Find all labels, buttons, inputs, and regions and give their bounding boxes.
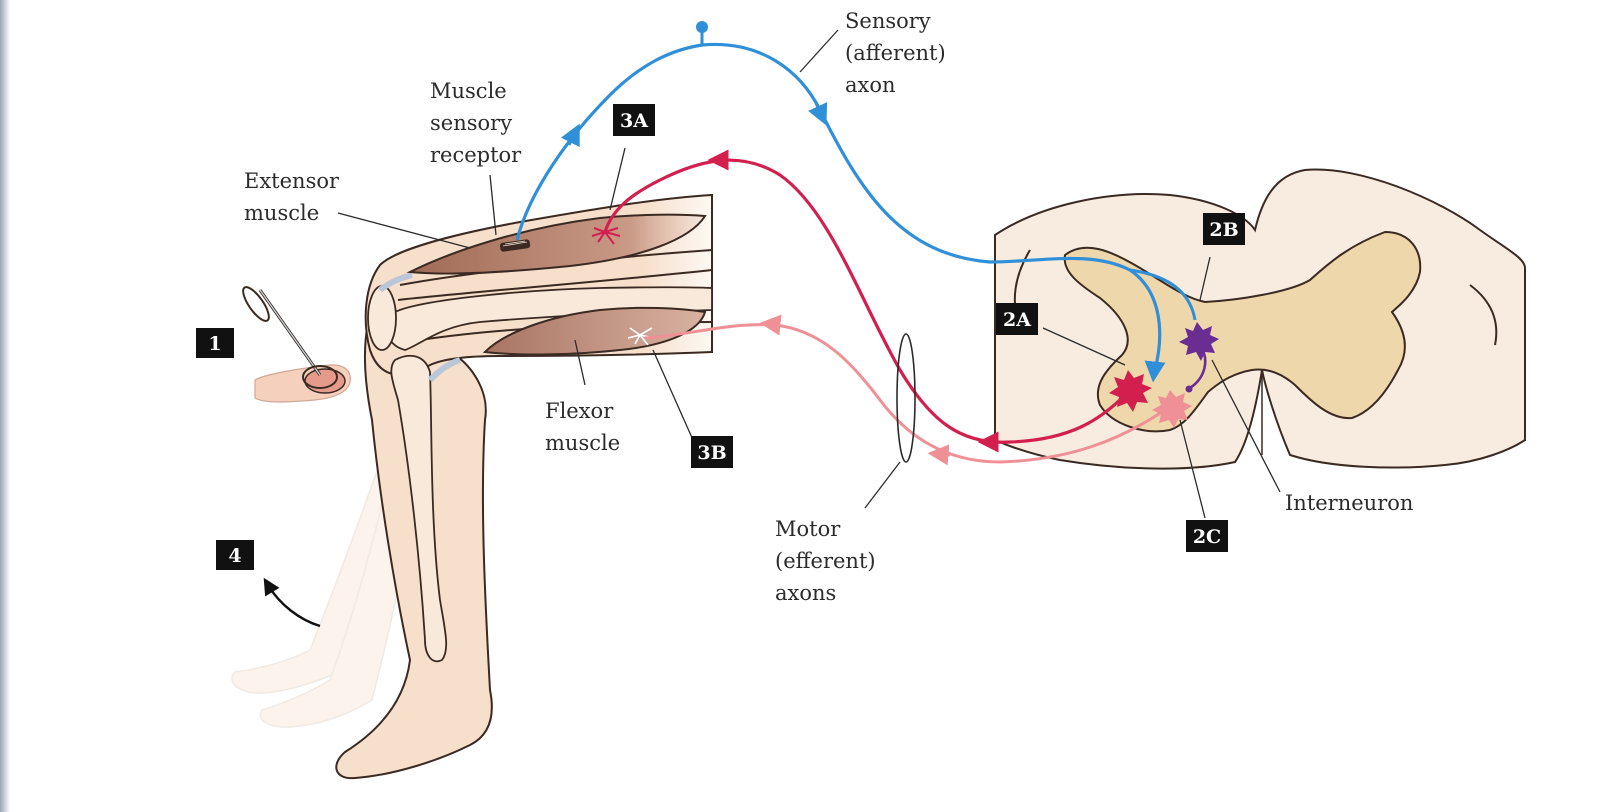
sensory-arrow-3: [1154, 362, 1155, 372]
curved-arrow-icon: [268, 585, 320, 626]
leg: [232, 195, 712, 778]
svg-text:2A: 2A: [1003, 309, 1031, 331]
step-badge-3a: 3A: [613, 104, 655, 136]
step-badge-4: 4: [216, 540, 254, 570]
spinal-cord-cross-section: [995, 170, 1525, 469]
label-flexor-muscle: Flexor muscle: [545, 399, 620, 455]
step-badge-2c: 2C: [1186, 520, 1228, 552]
label-motor-axons: Motor (efferent) axons: [775, 517, 882, 605]
label-sensory-axon: Sensory (afferent) axon: [845, 9, 952, 97]
leader-3b: [653, 350, 693, 440]
motor-pink-arrow-2: [770, 324, 780, 325]
motor-axons-bracket: [897, 334, 915, 462]
leader-extensor: [338, 213, 470, 248]
svg-text:2C: 2C: [1193, 526, 1221, 548]
leader-sensory-axon: [800, 30, 838, 72]
label-extensor-muscle: Extensor muscle: [244, 169, 346, 225]
leader-3a: [610, 148, 625, 210]
motor-pink-arrow-1: [938, 454, 950, 455]
step-badge-1: 1: [196, 328, 234, 358]
leader-receptor: [490, 175, 496, 235]
label-muscle-sensory-receptor: Muscle sensory receptor: [430, 79, 522, 167]
leader-motor-axons: [865, 462, 900, 508]
svg-text:1: 1: [208, 333, 221, 355]
step-badge-2b: 2B: [1203, 213, 1245, 245]
label-interneuron: Interneuron: [1285, 491, 1413, 515]
svg-text:3A: 3A: [620, 110, 648, 132]
svg-text:2B: 2B: [1209, 219, 1238, 241]
reflex-hammer-icon: [239, 284, 351, 402]
step-badge-2a: 2A: [996, 303, 1038, 335]
svg-text:4: 4: [228, 545, 241, 567]
svg-text:3B: 3B: [697, 442, 726, 464]
kneecap: [368, 286, 396, 350]
neuron-cell-body-icon: [696, 21, 708, 45]
step-badge-3b: 3B: [691, 436, 733, 468]
